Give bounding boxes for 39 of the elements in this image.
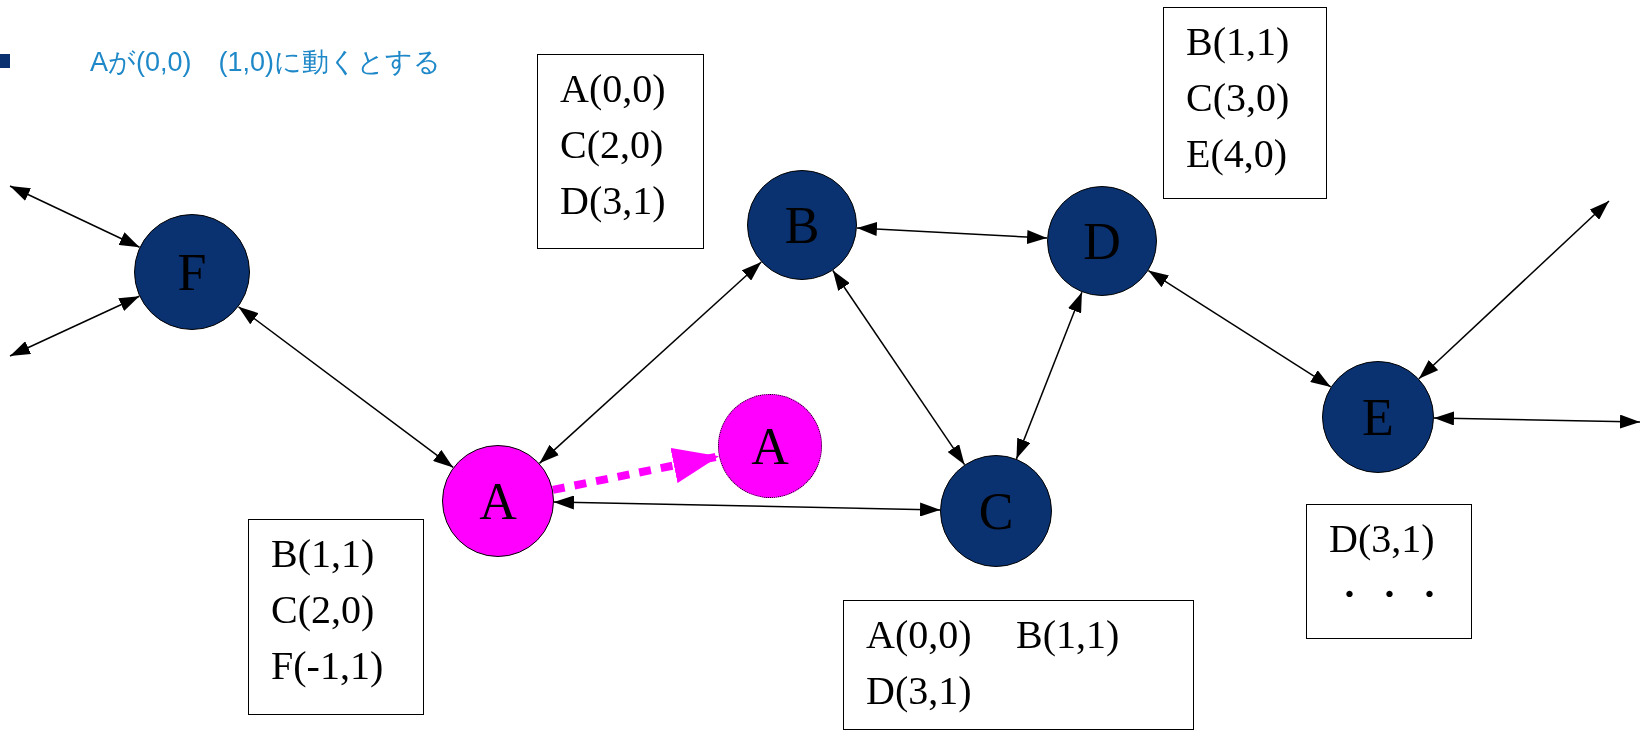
arrow — [1433, 411, 1641, 429]
coordinate-box — [537, 54, 704, 249]
arrow — [237, 306, 454, 469]
node-label: C — [978, 481, 1014, 541]
coordinate-text: F(-1,1) — [271, 642, 385, 690]
coordinate-text: D(3,1) — [866, 667, 973, 715]
title: Aが(0,0) (1,0)に動くとする — [90, 46, 442, 79]
coordinate-text: C(2,0) — [271, 586, 376, 634]
arrow — [538, 261, 763, 465]
arrow — [1147, 269, 1332, 388]
node-label: A — [479, 471, 517, 531]
arrow — [552, 447, 720, 494]
coordinate-text: E(4,0) — [1186, 130, 1289, 178]
coordinate-box — [843, 600, 1194, 730]
arrow — [1418, 200, 1610, 380]
arrow — [553, 495, 941, 517]
coordinate-text: C(2,0) — [560, 121, 665, 169]
coordinate-text: C(3,0) — [1186, 74, 1291, 122]
coordinate-text: A(0,0) — [560, 65, 667, 113]
coordinate-box — [1163, 7, 1327, 199]
node-label: E — [1362, 387, 1394, 447]
node-label: A — [751, 416, 789, 476]
coordinate-text: B(1,1) — [1186, 18, 1291, 66]
arrow — [9, 295, 141, 357]
arrow — [832, 269, 966, 466]
arrow — [1015, 291, 1083, 460]
coordinate-text: ・・・ — [1329, 571, 1449, 619]
node-label: D — [1083, 211, 1121, 271]
coordinate-text: D(3,1) — [1329, 515, 1436, 563]
node-label: F — [177, 242, 207, 302]
coordinate-text: A(0,0) — [866, 611, 973, 659]
node-label: B — [784, 195, 820, 255]
coordinate-text: B(1,1) — [271, 530, 376, 578]
coordinate-box — [1306, 504, 1472, 639]
coordinate-box — [248, 519, 424, 715]
arrow — [856, 222, 1048, 244]
coordinate-text: D(3,1) — [560, 177, 667, 225]
coordinate-text: B(1,1) — [1016, 611, 1121, 659]
arrow — [9, 185, 141, 248]
